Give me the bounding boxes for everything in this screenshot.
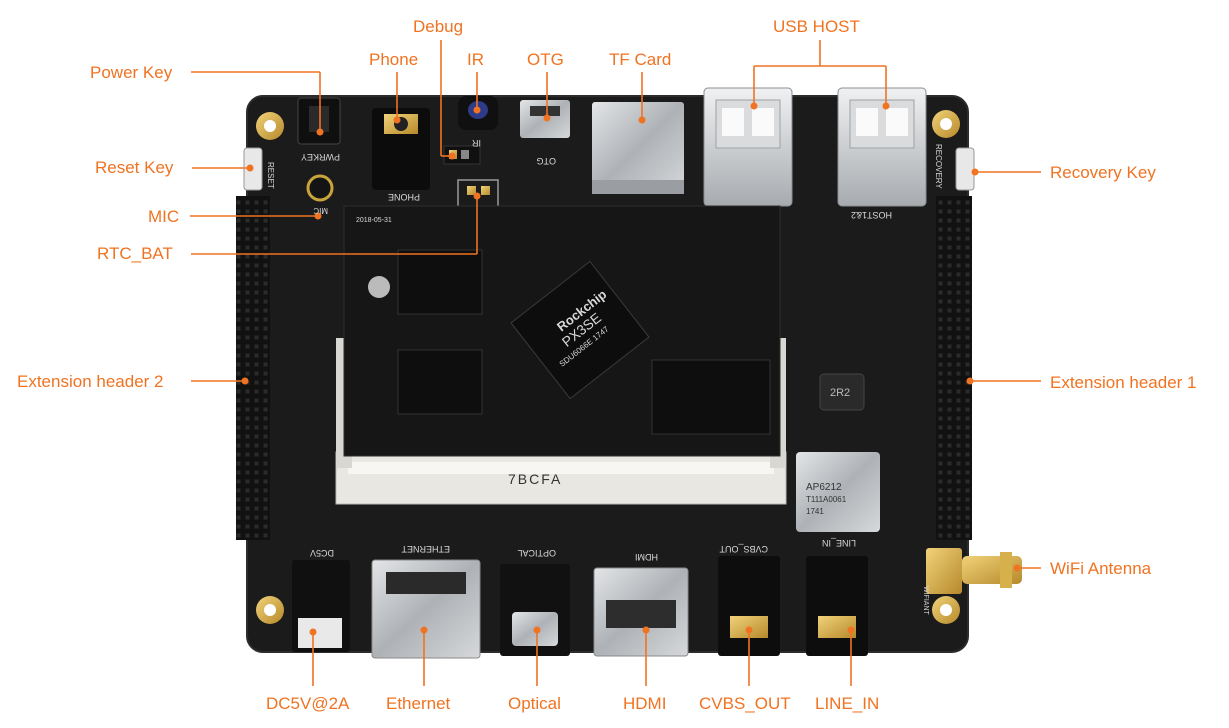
so-dimm-marking: 7BCFA: [508, 471, 562, 487]
silk-mic: MIC: [313, 206, 328, 215]
wifi-antenna-connector: [926, 548, 1022, 594]
module-text: AP6212: [806, 482, 842, 493]
optical-jack: [500, 564, 570, 656]
rockchip-soc: [510, 260, 650, 400]
inductor: [819, 373, 865, 411]
label-wifi-antenna: WiFi Antenna: [1050, 559, 1152, 578]
silk-phone: PHONE: [388, 192, 420, 202]
label-hdmi: HDMI: [623, 694, 667, 713]
silk-dc5v: DC5V: [310, 548, 334, 558]
label-extension-header-2: Extension header 2: [17, 372, 164, 391]
phone-jack: [372, 108, 430, 190]
silk-host: HOST1&2: [851, 210, 892, 220]
silk-otg: OTG: [537, 156, 557, 166]
mic-component: [306, 174, 334, 202]
label-power-key: Power Key: [90, 63, 173, 82]
label-phone: Phone: [369, 50, 419, 69]
silk-recovery: RECOVERY: [934, 144, 943, 189]
label-line-in: LINE_IN: [815, 694, 880, 713]
ethernet-jack: [371, 559, 481, 659]
inductor-marking: 2R2: [830, 387, 850, 399]
label-usb-host: USB HOST: [773, 17, 860, 36]
mounting-holes: [256, 110, 960, 624]
so-dimm-socket: [335, 338, 787, 505]
label-extension-header-1: Extension header 1: [1050, 373, 1197, 392]
silk-optical: OPTICAL: [517, 548, 556, 558]
wifi-module-shield: [796, 452, 880, 532]
extension-header-2-pins: [236, 196, 270, 540]
silk-reset: RESET: [266, 162, 275, 189]
recovery-key-switch: [955, 147, 975, 191]
silk-hdmi: HDMI: [635, 552, 658, 562]
silk-date: 2018-05-31: [356, 217, 392, 224]
silk-cvbs: CVBS_OUT: [719, 544, 768, 554]
module-code: 1741: [806, 507, 824, 516]
module-sub: T111A0061: [806, 495, 847, 504]
label-ethernet: Ethernet: [386, 694, 451, 713]
label-debug: Debug: [413, 17, 464, 36]
hdmi-jack: [593, 567, 689, 657]
dc5v-jack: [292, 560, 350, 652]
line-in-jack: [806, 556, 868, 656]
silk-linein: LINE_IN: [822, 538, 856, 548]
label-otg: OTG: [527, 50, 564, 69]
extension-header-1-pins: [936, 196, 972, 540]
label-optical: Optical: [508, 694, 561, 713]
label-dc5v: DC5V@2A: [266, 694, 350, 713]
usb-host-1: [703, 87, 793, 207]
silk-ir: IR: [471, 138, 481, 148]
label-recovery-key: Recovery Key: [1050, 163, 1156, 182]
label-rtc-bat: RTC_BAT: [97, 244, 173, 263]
label-tf-card: TF Card: [609, 50, 672, 69]
label-mic: MIC: [148, 207, 180, 226]
power-key-switch: [297, 97, 341, 145]
label-ir: IR: [467, 50, 484, 69]
callout-lines: [190, 40, 1041, 686]
silk-pwrkey: PWRKEY: [301, 152, 340, 162]
silk-ethernet: ETHERNET: [401, 544, 450, 554]
usb-host-2: [837, 87, 927, 207]
tf-card-slot: [592, 102, 684, 194]
silk-wifiant: WIFIANT: [922, 586, 929, 615]
label-cvbs-out: CVBS_OUT: [699, 694, 791, 713]
label-reset-key: Reset Key: [95, 158, 174, 177]
